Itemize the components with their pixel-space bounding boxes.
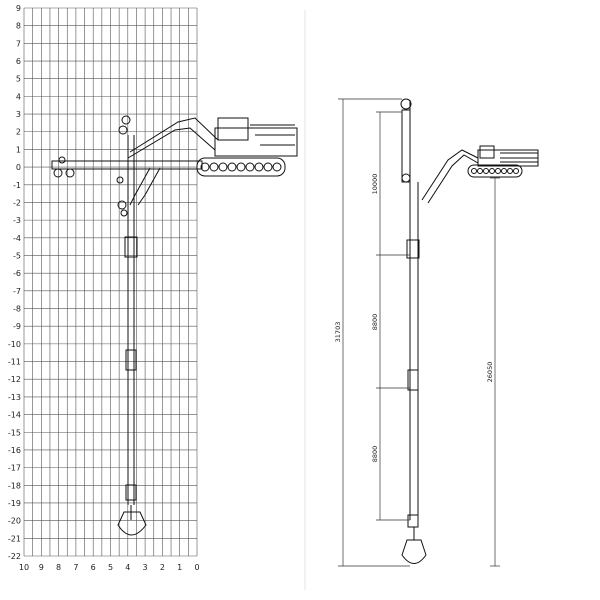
dim-arm-bottom: 8800 [371,446,379,463]
track-wheel [483,168,489,174]
track-wheel [245,162,255,172]
x-tick-label: 5 [108,563,113,572]
x-tick-label: 10 [19,563,29,572]
track-wheels-right [471,168,519,174]
track-wheel [507,168,513,174]
y-tick-label: -9 [13,322,21,331]
upper-mast-right [401,109,411,183]
x-tick-label: 0 [194,563,199,572]
y-axis-tick-labels: 9 8 7 6 5 4 3 2 1 0 -1 -2 -3 -4 -5 -6 -7 -8 -9 -10 -11 -12 -13… [8,4,21,561]
y-tick-label: -13 [8,393,21,402]
track-wheel [471,168,477,174]
track-wheel [200,162,210,172]
track-wheel [272,162,282,172]
y-tick-label: -16 [8,446,21,455]
y-tick-label: -11 [8,358,21,367]
y-tick-label: -12 [8,375,21,384]
y-tick-label: 4 [16,92,21,101]
clamshell-bucket-left [117,511,147,536]
track-wheel [477,168,483,174]
y-tick-label: 6 [16,57,21,66]
reach-grid [23,7,198,557]
track-wheel [236,162,246,172]
cab-left [217,117,249,141]
dim-total-height: 31703 [334,322,342,343]
dim-depth: 26050 [486,362,494,383]
y-tick-label: -18 [8,481,21,490]
y-tick-label: -22 [8,552,21,561]
track-wheel [209,162,219,172]
y-tick-label: 0 [16,163,21,172]
dim-arm-mid: 8800 [371,314,379,331]
track-right [467,164,523,178]
y-tick-label: 3 [16,110,21,119]
y-tick-label: 2 [16,128,21,137]
x-tick-label: 4 [125,563,130,572]
y-tick-label: -21 [8,534,21,543]
y-tick-label: -10 [8,340,21,349]
excavator-left [51,115,298,536]
y-tick-label: -20 [8,517,21,526]
y-tick-label: -3 [13,216,21,225]
dim-arm-top: 10000 [371,174,379,195]
y-tick-label: 5 [16,75,21,84]
y-tick-label: -17 [8,464,21,473]
y-tick-label: -1 [13,181,21,190]
x-tick-label: 2 [160,563,165,572]
cab-right [479,145,495,159]
y-tick-label: -7 [13,287,21,296]
track-wheel [227,162,237,172]
y-tick-label: -15 [8,428,21,437]
upper-body-left [214,127,298,157]
y-tick-label: 8 [16,22,21,31]
y-tick-label: 1 [16,145,21,154]
track-wheel [489,168,495,174]
dimensions-right: 31703 10000 8800 8800 26050 [334,98,500,567]
boom-right [421,149,479,201]
track-wheel [218,162,228,172]
y-tick-label: -8 [13,305,21,314]
y-tick-label: -2 [13,198,21,207]
track-wheel [513,168,519,174]
excavator-right [400,98,539,564]
x-tick-label: 1 [177,563,182,572]
y-tick-label: -6 [13,269,21,278]
x-tick-label: 9 [39,563,44,572]
track-wheel [501,168,507,174]
y-tick-label: -14 [8,411,21,420]
clamshell-bucket-right [401,539,427,564]
horizontal-arm-left [51,160,203,170]
track-wheel [254,162,264,172]
y-tick-label: 9 [16,4,21,13]
boom-left [129,117,219,153]
y-tick-label: 7 [16,39,21,48]
x-tick-label: 6 [91,563,96,572]
track-wheel [495,168,501,174]
x-tick-label: 8 [56,563,61,572]
y-tick-label: -19 [8,499,21,508]
track-wheel [263,162,273,172]
track-left [196,157,286,177]
x-tick-label: 3 [143,563,148,572]
x-tick-label: 7 [73,563,78,572]
y-tick-label: -5 [13,251,21,260]
track-wheels-left [200,162,282,172]
y-tick-label: -4 [13,234,21,243]
